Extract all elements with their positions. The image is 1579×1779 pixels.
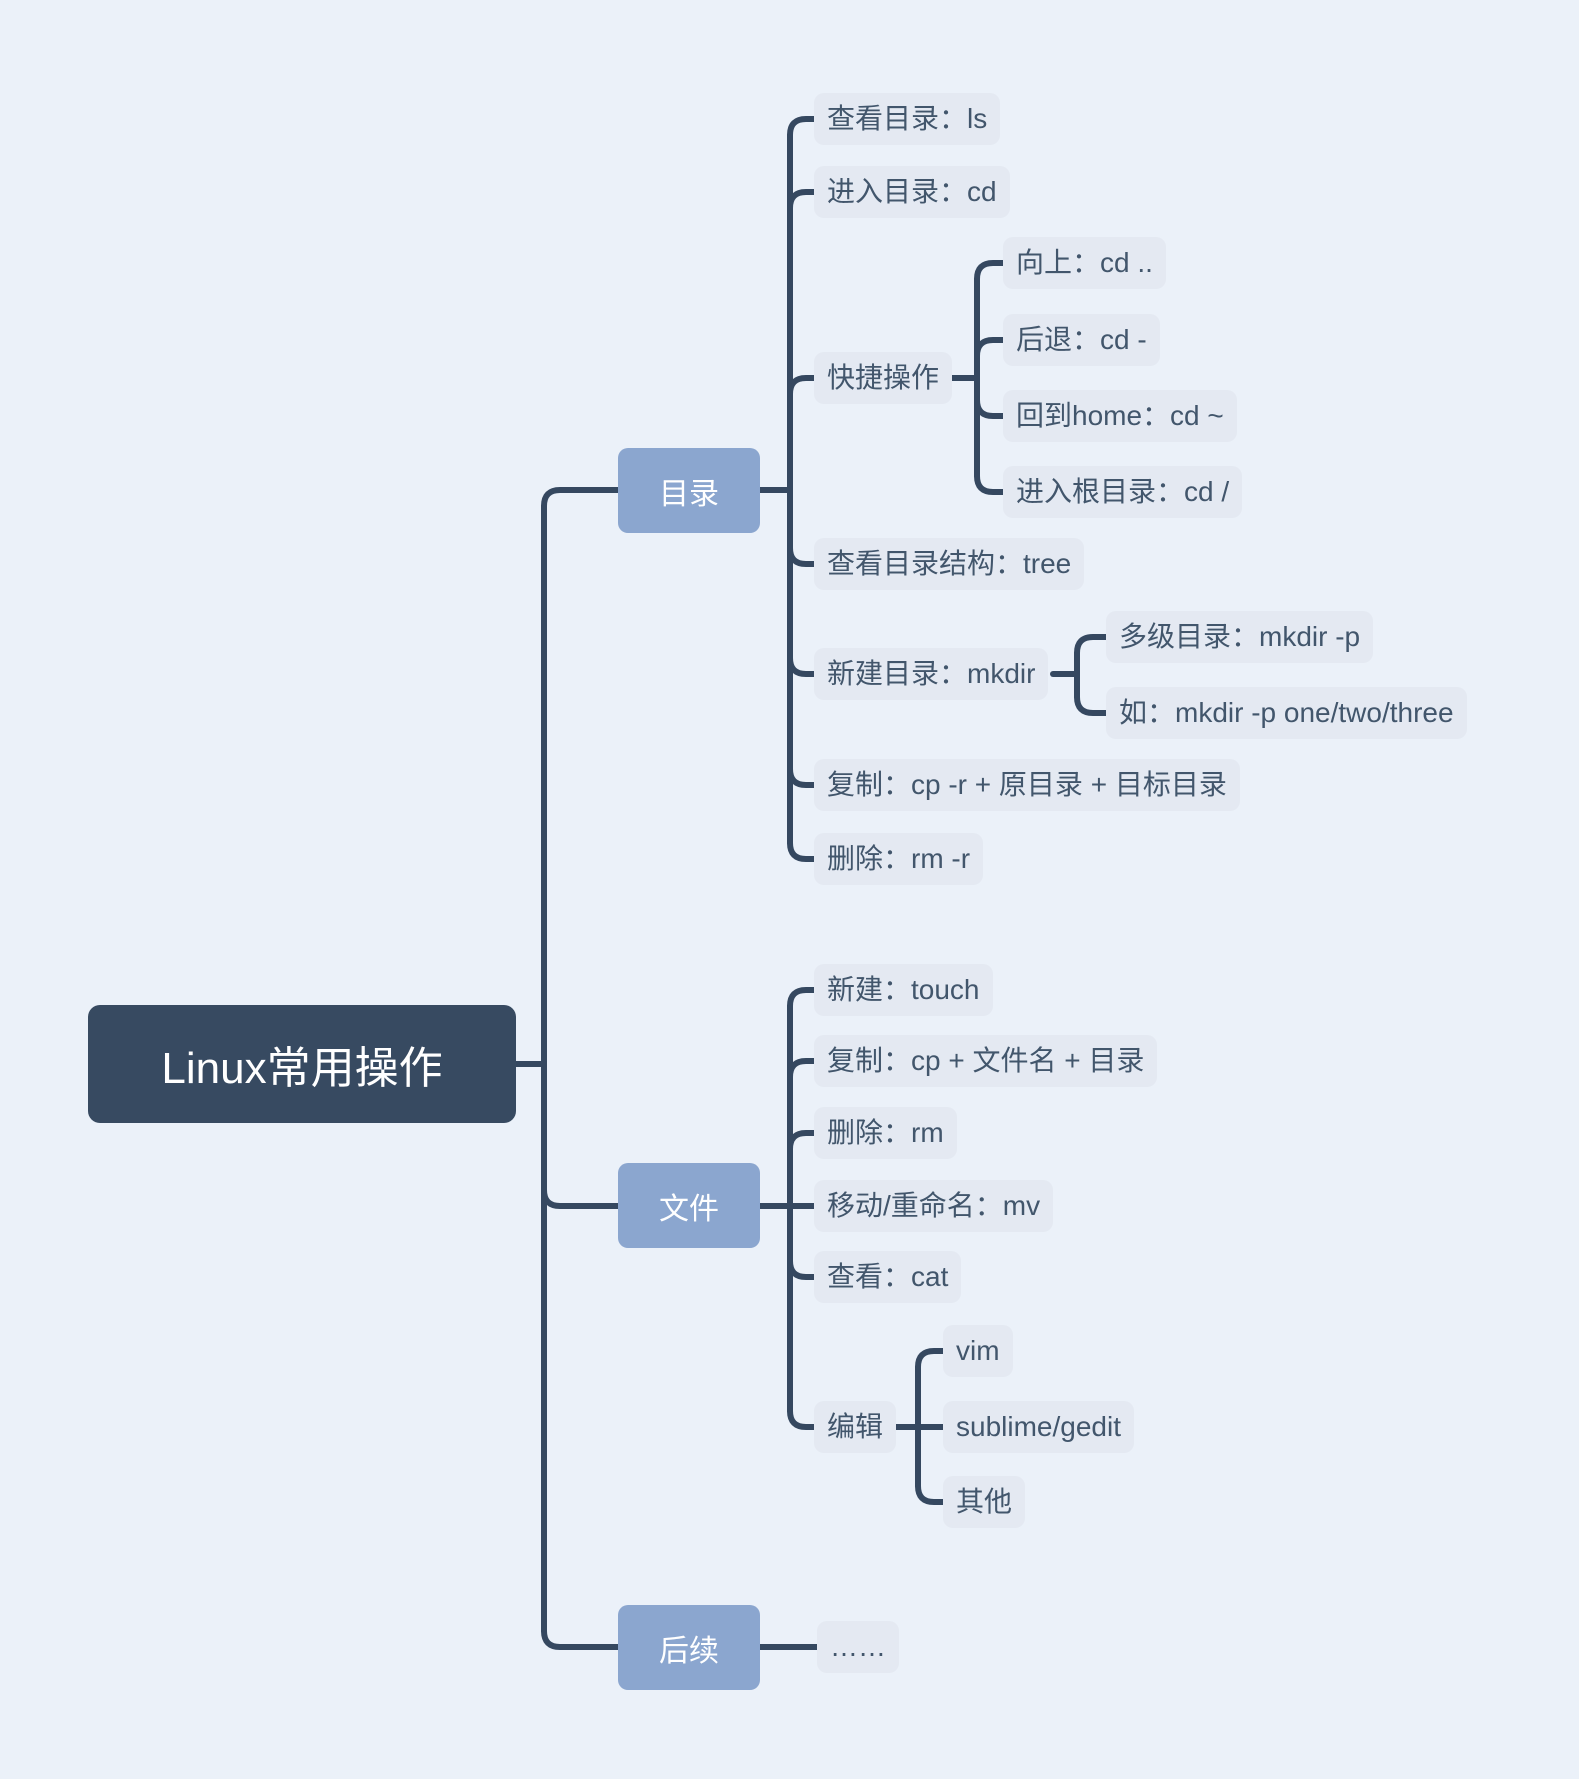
leaf-view-dir[interactable]: 查看目录：ls [814, 93, 1001, 145]
leaf-enter-dir[interactable]: 进入目录：cd [814, 166, 1010, 218]
connector-directory-c2 [787, 189, 821, 211]
connector-directory-c1 [787, 116, 821, 138]
leaf-remove-dir[interactable]: 删除：rm -r [814, 833, 984, 885]
connector-directory-c6 [787, 766, 821, 788]
connector-file-c3 [787, 1130, 821, 1152]
leaf-cd-up[interactable]: 向上：cd .. [1003, 237, 1166, 289]
connector-file-c5 [787, 1258, 821, 1280]
leaf-mkdir-example[interactable]: 如：mkdir -p one/two/three [1106, 687, 1467, 739]
connector-root-to-directory [541, 487, 625, 509]
connector-file-c2 [787, 1058, 821, 1080]
leaf-rm[interactable]: 删除：rm [814, 1107, 957, 1159]
connector-shortcut-c3 [974, 397, 1010, 419]
leaf-ellipsis[interactable]: …… [817, 1621, 899, 1673]
leaf-mkdir[interactable]: 新建目录：mkdir [814, 648, 1049, 700]
connector-edit-c3 [915, 1483, 950, 1505]
connector-mkdir-c2 [1074, 694, 1113, 716]
connector-root-to-file [541, 1187, 625, 1209]
branch-node-later[interactable]: 后续 [618, 1605, 760, 1690]
connector-root-to-later [541, 1628, 625, 1650]
connector-file-c6 [787, 1408, 821, 1430]
leaf-copy-file[interactable]: 复制：cp + 文件名 + 目录 [814, 1035, 1158, 1087]
connector-edit-c1 [915, 1348, 950, 1370]
leaf-edit[interactable]: 编辑 [814, 1401, 897, 1453]
connector-directory-c5 [787, 655, 821, 677]
connector-directory-c7 [787, 840, 821, 862]
leaf-other[interactable]: 其他 [943, 1476, 1026, 1528]
connector-mkdir-c1 [1074, 634, 1113, 656]
leaf-mv[interactable]: 移动/重命名：mv [814, 1180, 1054, 1232]
leaf-cat[interactable]: 查看：cat [814, 1251, 962, 1303]
leaf-cd-home[interactable]: 回到home：cd ~ [1003, 390, 1237, 442]
connector-shortcut-c2 [974, 337, 1010, 359]
connector-shortcut-c1 [974, 260, 1010, 282]
leaf-touch[interactable]: 新建：touch [814, 964, 993, 1016]
connector-shortcut-c4 [974, 473, 1010, 495]
leaf-vim[interactable]: vim [943, 1325, 1013, 1377]
leaf-tree[interactable]: 查看目录结构：tree [814, 538, 1085, 590]
leaf-copy-dir[interactable]: 复制：cp -r + 原目录 + 目标目录 [814, 759, 1240, 811]
branch-node-directory[interactable]: 目录 [618, 448, 760, 533]
leaf-mkdir-p[interactable]: 多级目录：mkdir -p [1106, 611, 1374, 663]
connector-directory-c3 [787, 375, 821, 397]
branch-node-file[interactable]: 文件 [618, 1163, 760, 1248]
leaf-sublime-gedit[interactable]: sublime/gedit [943, 1401, 1134, 1453]
leaf-cd-back[interactable]: 后退：cd - [1003, 314, 1160, 366]
root-node[interactable]: Linux常用操作 [88, 1005, 516, 1123]
connector-file-c1 [787, 987, 821, 1009]
leaf-cd-root[interactable]: 进入根目录：cd / [1003, 466, 1243, 518]
leaf-shortcut-ops[interactable]: 快捷操作 [814, 352, 953, 404]
connector-directory-c4 [787, 545, 821, 567]
